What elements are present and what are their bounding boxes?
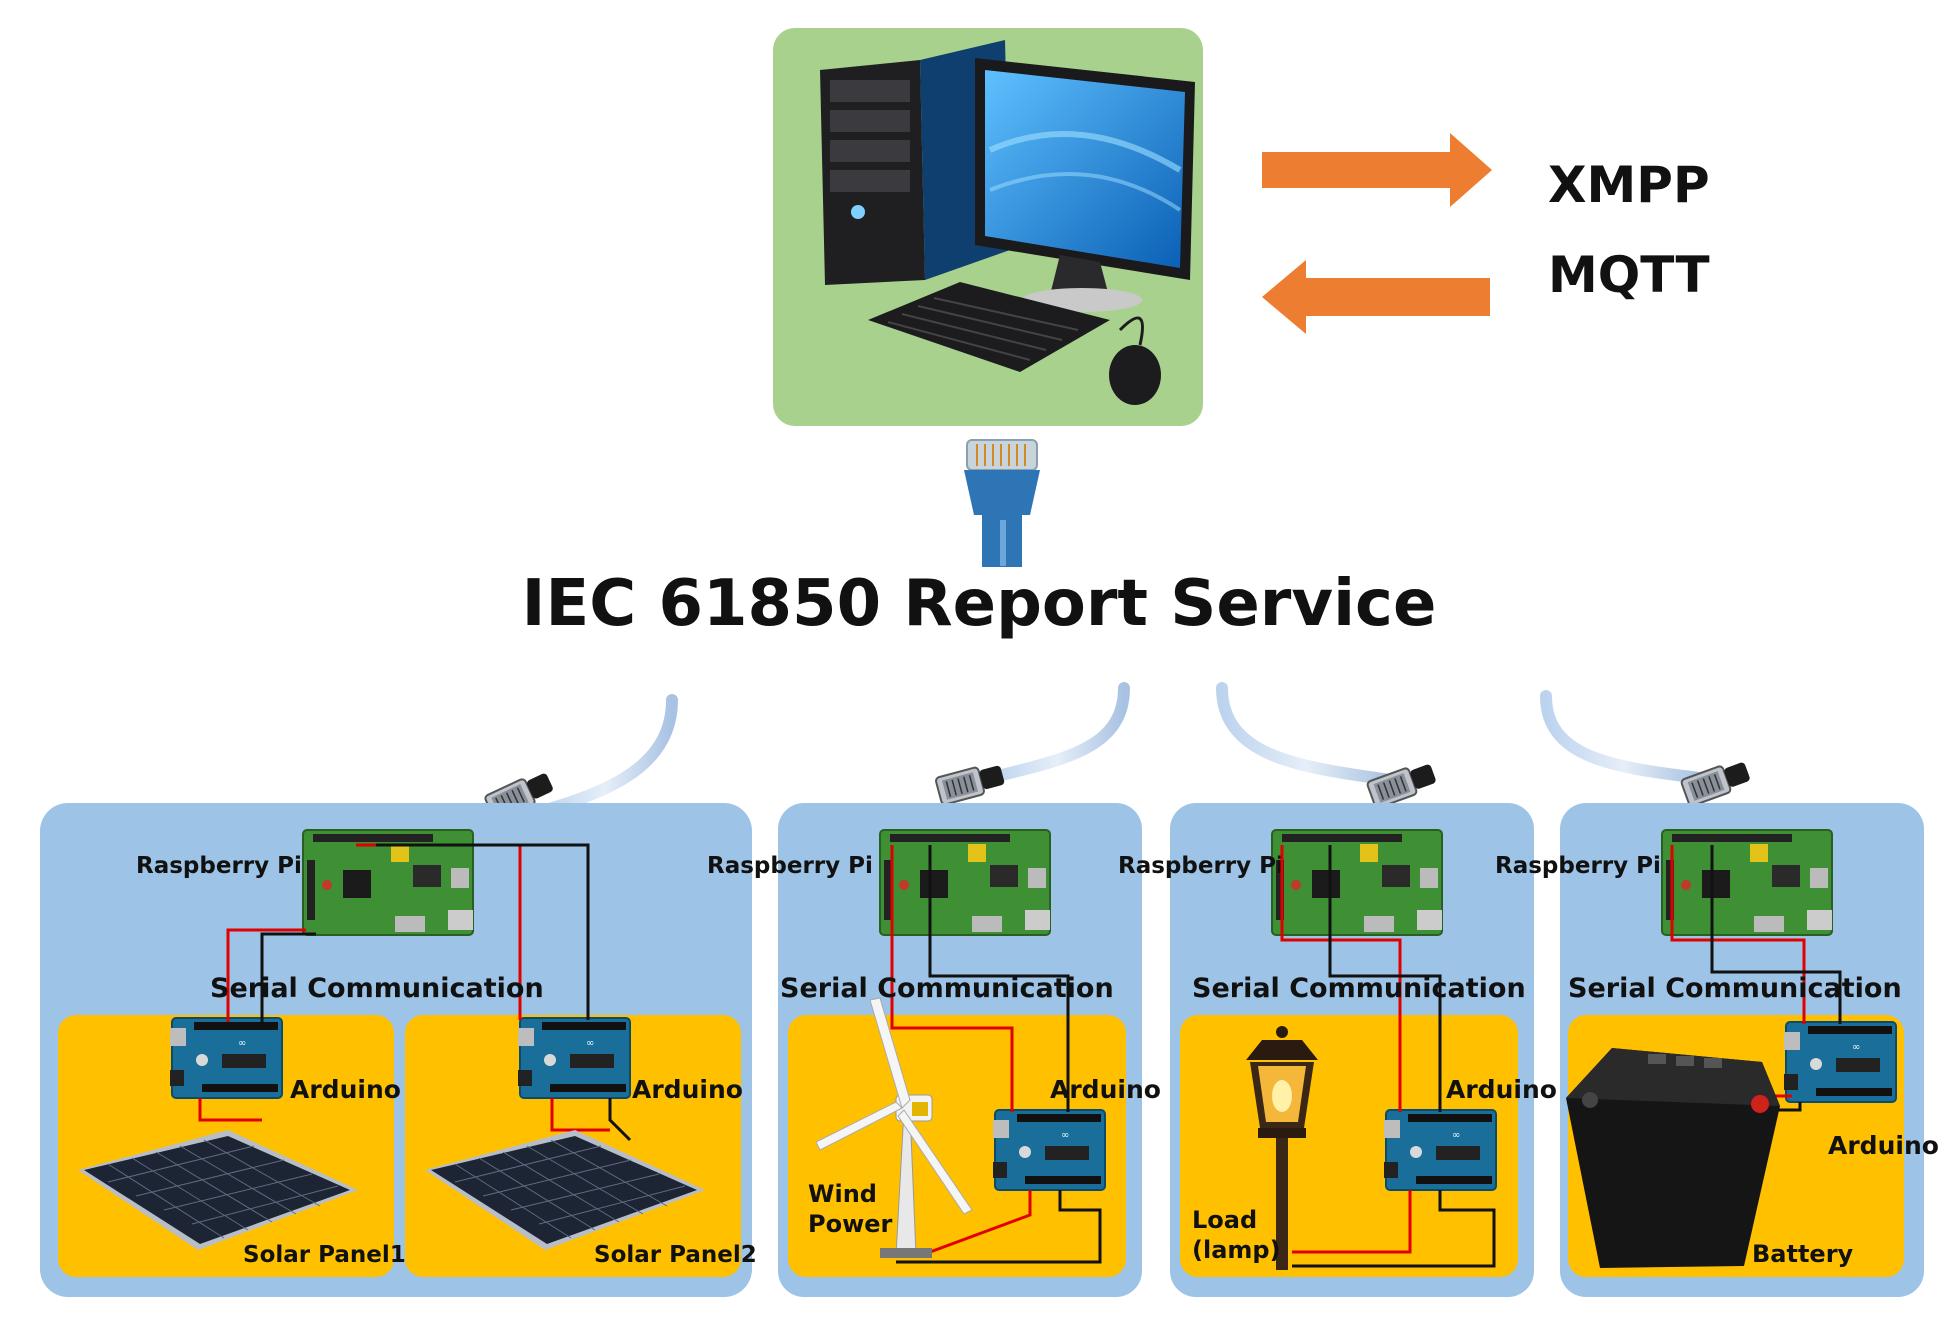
arduino-board-icon [1383, 1109, 1497, 1191]
protocol-xmpp: XMPP [1548, 156, 1710, 214]
arduino-label: Arduino [1050, 1075, 1161, 1104]
rj45-connector-icon [1365, 758, 1440, 810]
arduino-board-icon [169, 1017, 283, 1099]
desktop-computer-icon [820, 40, 1195, 405]
panel-wind: Raspberry Pi Serial Communication Arduin… [707, 803, 1161, 1297]
raspberry-pi-board-icon [1661, 829, 1833, 936]
arduino-label: Arduino [632, 1075, 743, 1104]
rj45-connector-icon [934, 760, 1008, 807]
serial-communication-label: Serial Communication [210, 973, 544, 1004]
arrow-left-icon [1262, 260, 1490, 334]
street-lamp-icon [1246, 1026, 1318, 1270]
raspberry-pi-board-icon [879, 829, 1051, 936]
protocol-mqtt: MQTT [1548, 246, 1710, 304]
serial-communication-label: Serial Communication [780, 973, 1114, 1004]
raspberry-pi-label: Raspberry Pi [1495, 853, 1661, 879]
device-label: Power [808, 1210, 893, 1238]
serial-communication-label: Serial Communication [1192, 973, 1526, 1004]
device-label: Wind [808, 1180, 877, 1208]
arduino-board-icon [992, 1109, 1106, 1191]
panel-solar: Raspberry Pi Serial Communication Arduin… [40, 803, 757, 1297]
cable-lines [532, 682, 1706, 818]
raspberry-pi-label: Raspberry Pi [1118, 853, 1284, 879]
rj45-connector-icon [1679, 756, 1754, 808]
raspberry-pi-board-icon [1271, 829, 1443, 936]
device-label: Solar Panel2 [594, 1242, 757, 1268]
arduino-board-icon [517, 1017, 631, 1099]
arduino-label: Arduino [1446, 1075, 1557, 1104]
panel-battery: Raspberry Pi Serial Communication Arduin… [1495, 803, 1939, 1297]
device-label: (lamp) [1192, 1236, 1281, 1264]
battery-icon [1566, 1048, 1780, 1268]
wind-turbine-icon [815, 997, 973, 1258]
panel-load: Raspberry Pi Serial Communication Arduin… [1118, 803, 1557, 1297]
raspberry-pi-label: Raspberry Pi [707, 853, 873, 879]
device-label: Load [1192, 1206, 1257, 1234]
arduino-label: Arduino [1828, 1131, 1939, 1160]
device-label: Battery [1752, 1240, 1854, 1268]
serial-communication-label: Serial Communication [1568, 973, 1902, 1004]
arduino-board-icon [1783, 1021, 1897, 1103]
arduino-label: Arduino [290, 1075, 401, 1104]
network-cable-icon [964, 439, 1040, 567]
report-service-title: IEC 61850 Report Service [522, 567, 1437, 641]
raspberry-pi-label: Raspberry Pi [136, 853, 302, 879]
arrow-right-icon [1262, 133, 1492, 207]
device-label: Solar Panel1 [243, 1242, 406, 1268]
device-box [788, 1015, 1126, 1277]
